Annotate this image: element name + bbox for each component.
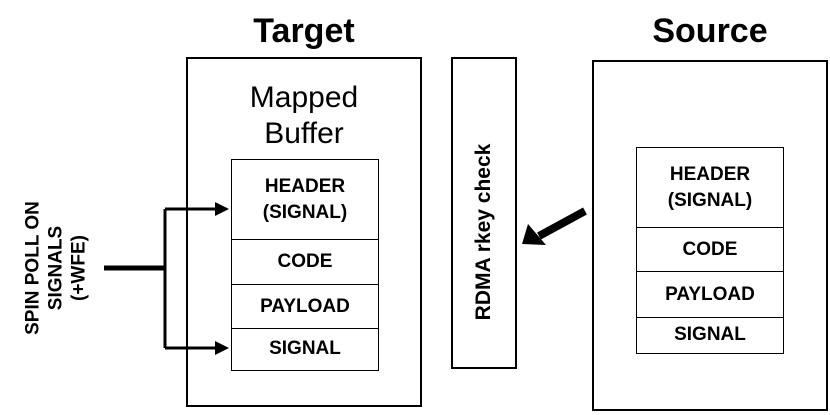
rdma-panel <box>451 57 517 369</box>
spin-poll-label: SPIN POLL ON SIGNALS (+WFE) <box>22 201 91 335</box>
rdma-arrow-shaft <box>537 207 587 240</box>
target-buffer-stack: HEADER (SIGNAL) CODE PAYLOAD SIGNAL <box>231 159 379 371</box>
rdma-label: RDMA rkey check <box>472 143 495 321</box>
target-code-cell: CODE <box>232 239 378 284</box>
spin-poll-line3: (+WFE) <box>68 235 90 301</box>
source-payload-cell: PAYLOAD <box>637 271 783 317</box>
spin-poll-line2: SIGNALS <box>45 225 67 311</box>
source-buffer-stack: HEADER (SIGNAL) CODE PAYLOAD SIGNAL <box>636 147 784 354</box>
source-signal-cell: SIGNAL <box>637 317 783 352</box>
mapped-label-line2: Buffer <box>264 117 344 150</box>
mapped-buffer-label: Mapped Buffer <box>186 80 422 152</box>
spin-poll-line1: SPIN POLL ON <box>22 201 44 335</box>
mapped-label-line1: Mapped <box>249 81 359 114</box>
target-signal-cell: SIGNAL <box>232 328 378 369</box>
target-title: Target <box>253 12 355 50</box>
rdma-arrow-head <box>522 224 546 245</box>
source-code-cell: CODE <box>637 227 783 271</box>
target-payload-cell: PAYLOAD <box>232 284 378 328</box>
source-title: Source <box>652 12 768 50</box>
target-header-cell: HEADER (SIGNAL) <box>262 175 348 223</box>
source-header-cell: HEADER (SIGNAL) <box>667 163 753 211</box>
